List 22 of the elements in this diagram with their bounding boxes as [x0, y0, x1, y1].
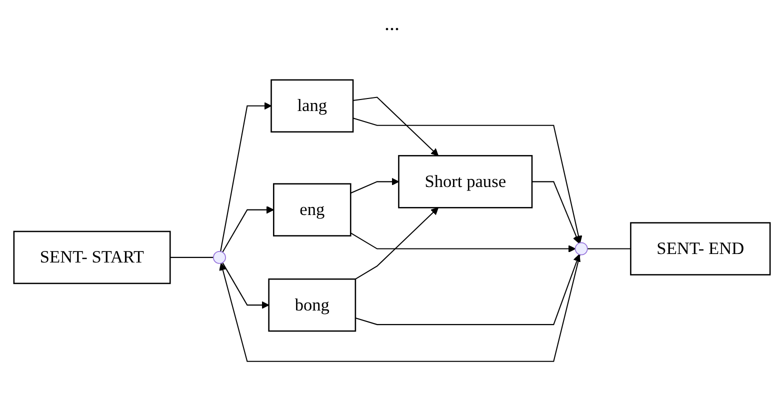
arrow: [222, 262, 270, 309]
arrow: [352, 96, 439, 156]
arrow: [222, 206, 274, 252]
arrow: [219, 254, 580, 362]
node-box: eng: [273, 183, 352, 236]
node-point: [213, 250, 226, 264]
arrow: [350, 178, 400, 194]
arrow: [350, 232, 576, 252]
arrow: [352, 118, 582, 244]
connector: [587, 248, 631, 250]
node-box: Short pause: [398, 154, 533, 208]
node-point: [574, 242, 588, 256]
node-box: lang: [270, 79, 354, 132]
node-box: SENT- START: [13, 230, 171, 284]
arrow: [532, 181, 580, 244]
node-box: bong: [268, 278, 356, 332]
node-box: SENT- END: [630, 222, 771, 276]
connector: [170, 256, 214, 258]
ellipsis-text: ...: [384, 12, 400, 34]
arrow: [220, 102, 272, 252]
arrow: [355, 207, 439, 280]
arrow: [355, 254, 580, 325]
